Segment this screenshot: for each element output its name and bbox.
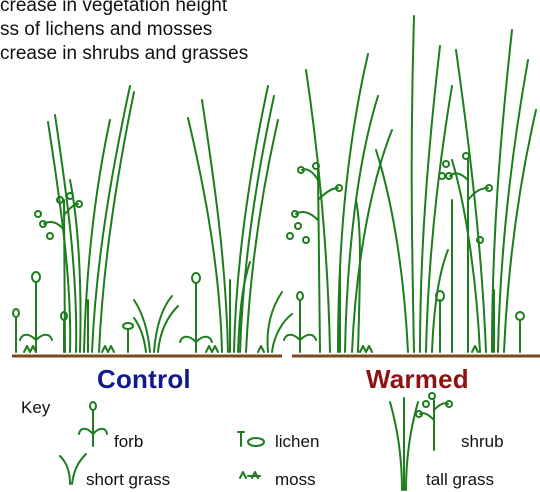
key-lichen-label: lichen [275, 432, 319, 452]
short-grass-icon [60, 454, 86, 484]
key-forb-label: forb [114, 432, 143, 452]
key-shrub-label: shrub [461, 432, 504, 452]
key-short-grass-label: short grass [86, 470, 170, 490]
warmed-shrubs [287, 153, 492, 352]
control-short-grass [134, 292, 292, 352]
forb-icon [79, 402, 107, 446]
key-moss-label: moss [275, 470, 316, 490]
control-tall-grass-left [48, 86, 134, 352]
tall-grass-icon [390, 398, 418, 490]
control-panel-plants [13, 86, 292, 352]
lichen-icon [238, 432, 264, 446]
control-tall-grass-right [188, 86, 278, 352]
key-title: Key [21, 398, 50, 418]
control-forbs [13, 272, 212, 352]
control-label: Control [97, 364, 191, 395]
moss-icon [240, 472, 260, 478]
warmed-panel-plants [284, 16, 536, 352]
shrub-icon [416, 393, 452, 450]
warmed-tall-grass-right [452, 30, 536, 352]
warmed-label: Warmed [366, 364, 469, 395]
key-tall-grass-label: tall grass [426, 470, 494, 490]
